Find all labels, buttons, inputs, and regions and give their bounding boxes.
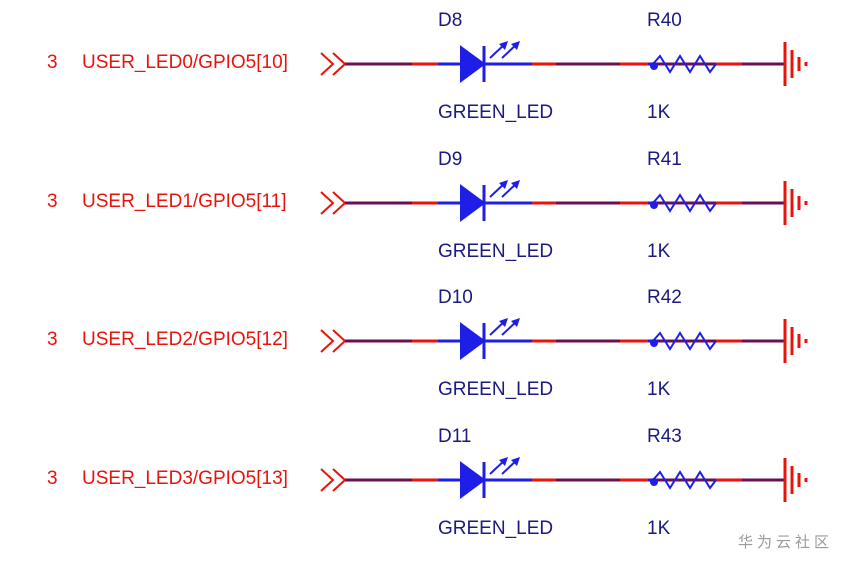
led-light-arrowhead	[499, 41, 508, 50]
resistor-value: 1K	[647, 241, 671, 262]
resistor-zigzag	[652, 193, 717, 213]
led-light-arrowhead	[511, 457, 520, 466]
net-label: USER_LED2/GPIO5[12]	[82, 329, 288, 350]
resistor-value: 1K	[647, 102, 671, 123]
led-light-arrowhead	[499, 457, 508, 466]
led-value: GREEN_LED	[438, 102, 553, 123]
net-label: USER_LED0/GPIO5[10]	[82, 52, 288, 73]
off-sheet-connector	[320, 52, 347, 76]
resistor-pin1-dot	[650, 62, 658, 70]
off-sheet-connector	[320, 468, 347, 492]
led-value: GREEN_LED	[438, 379, 553, 400]
net-label: USER_LED1/GPIO5[11]	[82, 191, 287, 212]
resistor-pin1-dot	[650, 201, 658, 209]
led-light-arrowhead	[499, 180, 508, 189]
led-designator: D9	[438, 149, 462, 170]
resistor-designator: R43	[647, 426, 682, 447]
led-value: GREEN_LED	[438, 241, 553, 262]
led-designator: D8	[438, 10, 462, 31]
resistor-pin1-dot	[650, 478, 658, 486]
sheet-reference: 3	[47, 52, 58, 73]
led-triangle	[460, 322, 486, 360]
led-light-arrowhead	[511, 180, 520, 189]
resistor-zigzag	[652, 470, 717, 490]
led-light-arrowhead	[511, 318, 520, 327]
watermark-text: 华为云社区	[737, 533, 833, 551]
off-sheet-connector	[320, 191, 347, 215]
led-light-arrowhead	[511, 41, 520, 50]
sheet-reference: 3	[47, 329, 58, 350]
sheet-reference: 3	[47, 468, 58, 489]
resistor-designator: R42	[647, 287, 682, 308]
sheet-reference: 3	[47, 191, 58, 212]
resistor-value: 1K	[647, 379, 671, 400]
resistor-designator: R40	[647, 10, 682, 31]
led-designator: D10	[438, 287, 473, 308]
led-triangle	[460, 45, 486, 83]
led-designator: D11	[438, 426, 471, 447]
off-sheet-connector	[320, 329, 347, 353]
led-triangle	[460, 461, 486, 499]
resistor-designator: R41	[647, 149, 682, 170]
resistor-value: 1K	[647, 518, 671, 539]
resistor-zigzag	[652, 331, 717, 351]
resistor-pin1-dot	[650, 339, 658, 347]
led-triangle	[460, 184, 486, 222]
resistor-zigzag	[652, 54, 717, 74]
net-label: USER_LED3/GPIO5[13]	[82, 468, 288, 489]
led-value: GREEN_LED	[438, 518, 553, 539]
led-light-arrowhead	[499, 318, 508, 327]
